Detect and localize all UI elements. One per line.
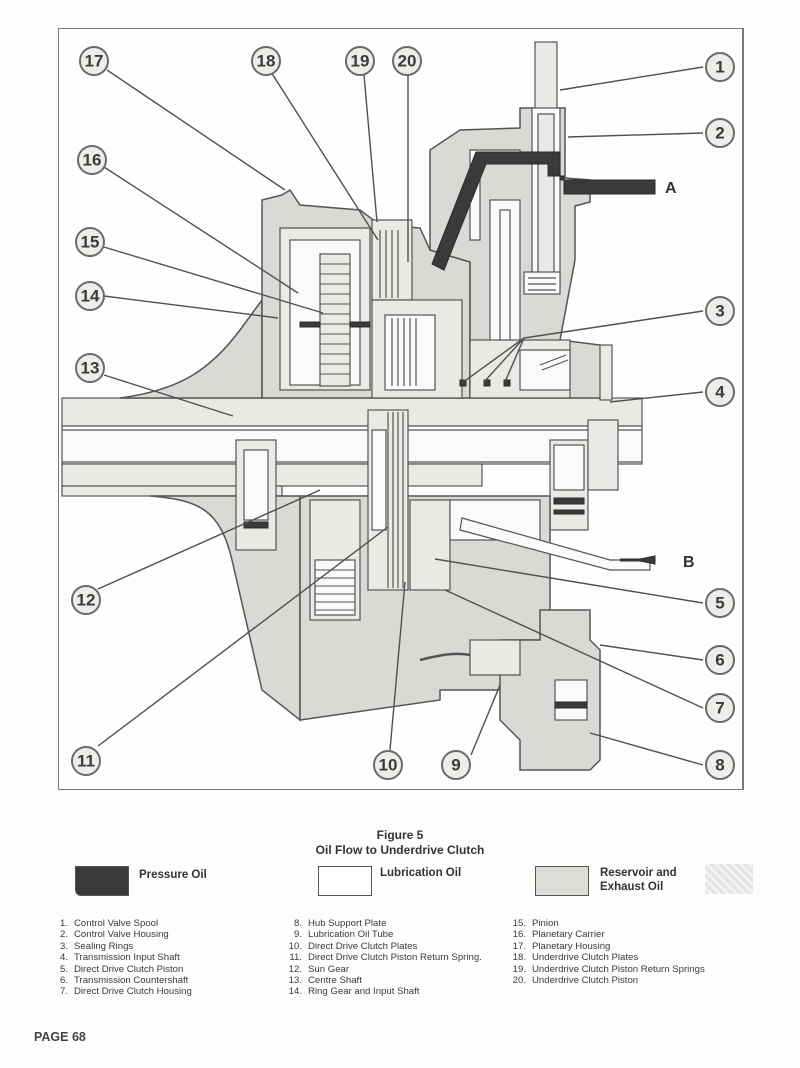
left-housing-lower — [149, 495, 301, 722]
pinion-teeth — [320, 263, 350, 375]
pressure-oil-swatch — [75, 866, 129, 896]
callout-5: 5 — [705, 588, 735, 618]
parts-list-item: 1.Control Valve Spool — [59, 918, 159, 929]
callout-1: 1 — [705, 52, 735, 82]
parts-list-item: 5.Direct Drive Clutch Piston — [59, 963, 184, 975]
svg-text:9: 9 — [451, 756, 460, 775]
callout-7: 7 — [705, 693, 735, 723]
svg-text:7: 7 — [715, 699, 724, 718]
reservoir-label-line1: Reservoir and — [600, 867, 677, 879]
svg-text:3: 3 — [715, 302, 724, 321]
svg-text:20: 20 — [398, 52, 417, 71]
figure-caption: Figure 5 Oil Flow to Underdrive Clutch — [0, 828, 800, 858]
callout-6: 6 — [705, 645, 735, 675]
svg-text:13: 13 — [81, 359, 100, 378]
lubrication-oil-swatch — [318, 866, 372, 896]
callout-3: 3 — [705, 296, 735, 326]
svg-text:6: 6 — [715, 651, 724, 670]
reservoir-exhaust-oil-label: Reservoir and Exhaust Oil — [600, 866, 677, 894]
left-housing-taper — [119, 297, 263, 399]
reservoir-exhaust-oil-swatch — [535, 866, 589, 896]
flow-marker-b: B — [683, 554, 695, 571]
parts-list-column-2: 8.Hub Support Plate 9.Lubrication Oil Tu… — [280, 918, 505, 998]
parts-list-item: 16.Planetary Carrier — [512, 929, 605, 941]
svg-text:5: 5 — [715, 594, 724, 613]
callout-14: 14 — [75, 281, 105, 311]
callout-20: 20 — [392, 46, 422, 76]
callout-13: 13 — [75, 353, 105, 383]
parts-list-item: 8.Hub Support Plate — [293, 918, 387, 929]
parts-list-item: 2.Control Valve Housing — [59, 929, 169, 941]
centre-shaft-upper — [61, 397, 643, 427]
svg-text:15: 15 — [81, 233, 100, 252]
figure-number: Figure 5 — [376, 828, 424, 842]
cross-section-diagram: A B 1 2 3 4 5 6 7 8 9 10 11 12 13 14 15 — [61, 41, 735, 780]
parts-list-item: 11.Direct Drive Clutch Piston Return Spr… — [289, 952, 482, 964]
underdrive-clutch-plates-lines — [379, 230, 399, 298]
parts-list-item: 9.Lubrication Oil Tube — [293, 929, 394, 941]
figure-title: Oil Flow to Underdrive Clutch — [315, 843, 485, 857]
svg-text:10: 10 — [379, 756, 398, 775]
lubrication-oil-label: Lubrication Oil — [380, 867, 462, 879]
svg-text:1: 1 — [715, 58, 724, 77]
pressure-oil-label: Pressure Oil — [139, 869, 207, 881]
parts-list-item: 12.Sun Gear — [288, 963, 350, 975]
svg-text:16: 16 — [83, 151, 102, 170]
svg-text:19: 19 — [351, 52, 370, 71]
oil-legend: Pressure Oil Lubrication Oil Reservoir a… — [0, 864, 800, 904]
svg-text:18: 18 — [257, 52, 276, 71]
svg-text:4: 4 — [715, 383, 725, 402]
callout-19: 19 — [345, 46, 375, 76]
callout-10: 10 — [373, 750, 403, 780]
callout-18: 18 — [251, 46, 281, 76]
page-number: PAGE 68 — [34, 1030, 86, 1044]
control-valve-spool-top — [534, 41, 558, 113]
callout-2: 2 — [705, 118, 735, 148]
centre-shaft-core — [61, 425, 643, 465]
parts-list-item: 19.Underdrive Clutch Piston Return Sprin… — [512, 963, 705, 975]
parts-list-item: 20.Underdrive Clutch Piston — [512, 975, 639, 987]
svg-text:14: 14 — [81, 287, 100, 306]
callout-15: 15 — [75, 227, 105, 257]
pressure-oil-passage — [431, 151, 656, 271]
callout-12: 12 — [71, 585, 101, 615]
svg-text:17: 17 — [85, 52, 104, 71]
parts-list-item: 15.Pinion — [512, 918, 559, 929]
callout-16: 16 — [77, 145, 107, 175]
svg-text:8: 8 — [715, 756, 724, 775]
lubrication-oil-tube-passage — [459, 517, 651, 571]
parts-list-column-3: 15.Pinion 16.Planetary Carrier 17.Planet… — [504, 918, 774, 986]
callout-17: 17 — [79, 46, 109, 76]
svg-text:12: 12 — [77, 591, 96, 610]
parts-list-item: 4.Transmission Input Shaft — [59, 952, 180, 964]
leader-lines — [97, 66, 704, 766]
parts-list-item: 13.Centre Shaft — [288, 975, 362, 987]
callout-8: 8 — [705, 750, 735, 780]
svg-text:2: 2 — [715, 124, 724, 143]
parts-list-item: 14.Ring Gear and Input Shaft — [288, 986, 420, 998]
flow-marker-a: A — [665, 180, 677, 197]
scan-artifact — [705, 864, 753, 894]
parts-list-item: 18.Underdrive Clutch Plates — [512, 952, 639, 964]
parts-list-column-1: 1.Control Valve Spool 2.Control Valve Ho… — [46, 918, 276, 998]
parts-list-item: 3.Sealing Rings — [59, 940, 134, 952]
callout-9: 9 — [441, 750, 471, 780]
callout-4: 4 — [705, 377, 735, 407]
direct-drive-clutch-plate-lines — [387, 412, 404, 588]
callout-11: 11 — [71, 746, 101, 776]
svg-text:11: 11 — [77, 752, 95, 771]
parts-list-item: 6.Transmission Countershaft — [59, 975, 189, 987]
lube-tube-fitting — [469, 639, 521, 676]
reservoir-label-line2: Exhaust Oil — [600, 881, 664, 893]
parts-list-item: 10.Direct Drive Clutch Plates — [288, 940, 418, 952]
parts-list-item: 7.Direct Drive Clutch Housing — [59, 986, 192, 998]
parts-list-item: 17.Planetary Housing — [512, 940, 611, 952]
transmission-cross-section — [61, 41, 656, 771]
